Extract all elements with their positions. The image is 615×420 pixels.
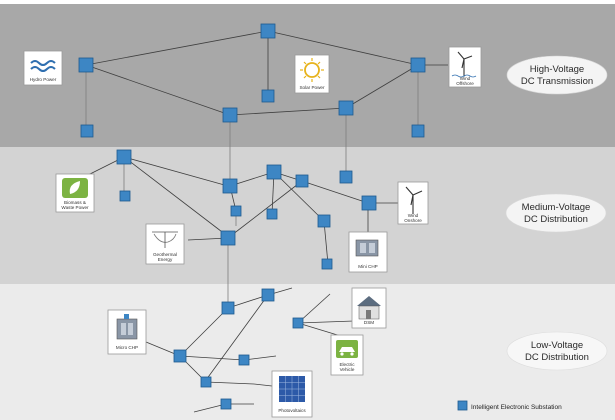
substation-node xyxy=(339,170,353,184)
substation-node xyxy=(220,230,236,246)
substation-node xyxy=(230,205,242,217)
legend-substation-swatch xyxy=(457,400,468,411)
wind-turbine-offshore-icon: Wind Offshore xyxy=(448,46,482,88)
legend: Intelligent Electronic Substation xyxy=(457,400,562,411)
solar-power-sun-icon: Solar Power xyxy=(294,54,330,94)
substation-node xyxy=(222,107,238,123)
substation-node xyxy=(80,124,94,138)
medium-voltage-label: Medium-Voltage DC Distribution xyxy=(505,193,607,233)
substation-node xyxy=(321,258,333,270)
medium-voltage-label-line1: Medium-Voltage xyxy=(522,202,591,213)
wind-offshore-label-line2: Offshore xyxy=(456,81,474,86)
substation-nodes xyxy=(78,23,426,410)
substation-node xyxy=(116,149,132,165)
substation-node xyxy=(266,208,278,220)
substation-node xyxy=(78,57,94,73)
high-voltage-label-line1: High-Voltage xyxy=(530,64,584,75)
high-voltage-label: High-Voltage DC Transmission xyxy=(506,55,608,95)
hydro-power-icon: Hydro Power xyxy=(23,50,63,86)
substation-node xyxy=(222,178,238,194)
substation-node xyxy=(292,317,304,329)
legend-label: Intelligent Electronic Substation xyxy=(471,404,562,411)
dsm-label: DSM xyxy=(364,320,374,325)
low-voltage-label-line1: Low-Voltage xyxy=(531,340,583,351)
substation-node xyxy=(295,174,309,188)
mini-chp-icon: Mini CHP xyxy=(348,231,388,273)
low-voltage-label-line2: DC Distribution xyxy=(525,352,589,363)
medium-voltage-label-line2: DC Distribution xyxy=(524,214,588,225)
geothermal-label-line2: Energy xyxy=(158,257,173,262)
substation-node xyxy=(410,57,426,73)
wind-turbine-onshore-icon: Wind Onshore xyxy=(397,181,429,225)
geothermal-label-line1: Geothermal xyxy=(153,252,177,257)
hydro-power-label: Hydro Power xyxy=(30,77,57,82)
photovoltaics-panel-icon: Photovoltaics xyxy=(271,370,313,418)
photovoltaics-label: Photovoltaics xyxy=(278,408,306,413)
wind-onshore-label-line1: Wind xyxy=(408,213,419,218)
substation-node xyxy=(200,376,212,388)
wind-offshore-label-line1: Wind xyxy=(460,76,471,81)
biomass-leaf-icon: Biomass & Waste Power xyxy=(55,173,95,213)
connection-lines xyxy=(83,30,448,413)
biomass-label-line2: Waste Power xyxy=(61,205,89,210)
micro-chp-label: Micro CHP xyxy=(116,345,138,350)
biomass-label-line1: Biomass & xyxy=(64,200,86,205)
solar-power-label: Solar Power xyxy=(299,85,324,90)
electric-vehicle-label-line2: Vehicle xyxy=(340,367,355,372)
substation-node xyxy=(221,301,235,315)
dsm-house-icon: DSM xyxy=(351,287,387,329)
micro-chp-icon: Micro CHP xyxy=(107,309,147,355)
low-voltage-label: Low-Voltage DC Distribution xyxy=(506,331,608,371)
substation-node xyxy=(119,190,131,202)
high-voltage-label-line2: DC Transmission xyxy=(521,76,593,87)
mini-chp-label: Mini CHP xyxy=(358,264,377,269)
substation-node xyxy=(317,214,331,228)
substation-node xyxy=(338,100,354,116)
substation-node xyxy=(261,288,275,302)
wind-onshore-label-line2: Onshore xyxy=(404,218,422,223)
geothermal-icon: Geothermal Energy xyxy=(145,223,185,265)
substation-node xyxy=(361,195,377,211)
substation-node xyxy=(261,89,275,103)
electric-vehicle-car-icon: Electric Vehicle xyxy=(330,334,364,376)
electric-vehicle-label-line1: Electric xyxy=(339,362,355,367)
substation-node xyxy=(238,354,250,366)
substation-node xyxy=(260,23,276,39)
substation-node xyxy=(220,398,232,410)
substation-node xyxy=(266,164,282,180)
substation-node xyxy=(173,349,187,363)
substation-node xyxy=(411,124,425,138)
